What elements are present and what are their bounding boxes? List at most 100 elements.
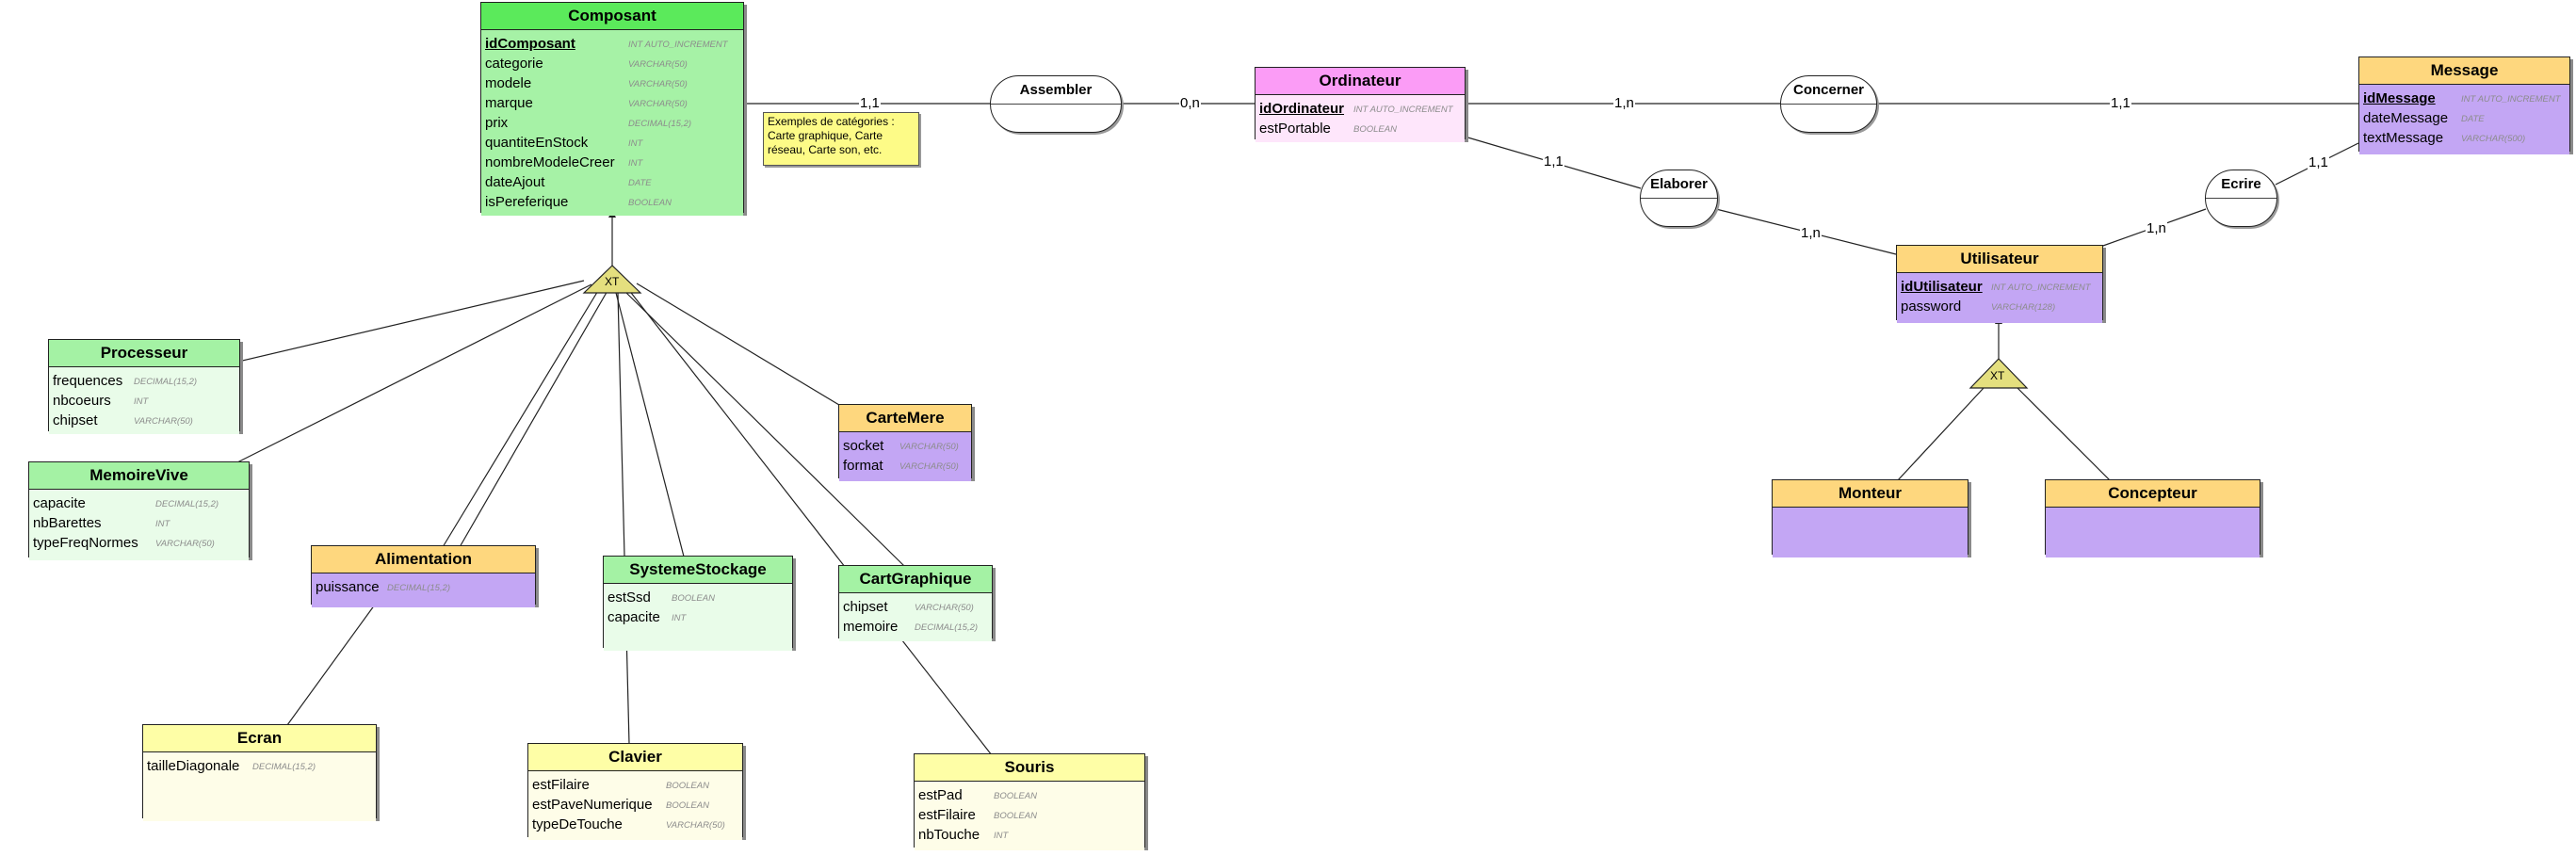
attribute-name: estFilaire — [532, 777, 590, 793]
attribute-name: estFilaire — [918, 807, 976, 823]
attribute-type: VARCHAR(50) — [155, 539, 215, 549]
association-ecrire[interactable]: Ecrire — [2205, 170, 2277, 227]
link-xt-souris — [627, 288, 993, 756]
entity-title: Utilisateur — [1897, 246, 2102, 273]
association-concerner[interactable]: Concerner — [1780, 75, 1877, 133]
entity-title: MemoireVive — [29, 462, 249, 490]
attribute-type: VARCHAR(50) — [915, 603, 974, 613]
inheritance-triangle-utilisateur — [1968, 358, 2029, 389]
attribute-name: frequences — [53, 373, 123, 389]
attribute-row: prix DECIMAL(15,2) — [485, 113, 739, 133]
attribute-type: VARCHAR(500) — [2461, 134, 2526, 144]
attribute-type: INT — [994, 831, 1009, 841]
cardinality-ecrire-message: 1,1 — [2308, 154, 2329, 170]
attribute-type: DECIMAL(15,2) — [252, 762, 316, 772]
attribute-name: estPad — [918, 787, 963, 803]
attribute-type: VARCHAR(128) — [1991, 302, 2056, 313]
entity-title: Monteur — [1773, 480, 1968, 508]
association-assembler[interactable]: Assembler — [990, 75, 1122, 133]
cardinality-elaborer-utilisateur: 1,n — [1800, 225, 1822, 241]
note-line: Carte graphique, Carte — [768, 129, 883, 142]
attribute-name: dateAjout — [485, 174, 545, 190]
link-xt-memoirevive — [235, 283, 592, 464]
attribute-name: estPaveNumerique — [532, 797, 653, 813]
entity-title: Processeur — [49, 340, 239, 367]
attribute-type: VARCHAR(50) — [628, 99, 688, 109]
link-xt-alimentation-b — [459, 288, 609, 548]
cardinality-ordinateur-concerner: 1,n — [1613, 95, 1635, 111]
attribute-type: INT — [134, 396, 149, 407]
attribute-name: textMessage — [2363, 130, 2444, 146]
attribute-name: prix — [485, 115, 509, 131]
association-elaborer[interactable]: Elaborer — [1640, 170, 1718, 227]
cardinality-ordinateur-elaborer: 1,1 — [1543, 153, 1564, 170]
entity-attributes — [1773, 508, 1968, 557]
note-line: réseau, Carte son, etc. — [768, 143, 883, 156]
cardinality-composant-assembler: 1,1 — [859, 95, 881, 111]
association-label: Elaborer — [1641, 170, 1717, 199]
entity-monteur[interactable]: Monteur — [1772, 479, 1968, 557]
link-xt-systemestockage — [615, 292, 685, 557]
association-label: Assembler — [991, 76, 1121, 105]
attribute-name: format — [843, 458, 883, 474]
entity-title: Ecran — [143, 725, 376, 752]
attribute-type: INT AUTO_INCREMENT — [2461, 94, 2561, 105]
attribute-name: estSsd — [608, 590, 651, 606]
attribute-row: estSsd BOOLEAN — [608, 588, 788, 607]
attribute-type: DECIMAL(15,2) — [628, 119, 692, 129]
attribute-name: typeFreqNormes — [33, 535, 138, 551]
attribute-row: textMessage VARCHAR(500) — [2363, 128, 2566, 148]
link-xt-clavier — [617, 292, 630, 745]
attribute-name: quantiteEnStock — [485, 135, 589, 151]
attribute-type: VARCHAR(50) — [628, 59, 688, 70]
attribute-type: INT AUTO_INCREMENT — [1353, 105, 1453, 115]
attribute-type: INT — [155, 519, 170, 529]
attribute-type: INT AUTO_INCREMENT — [628, 40, 728, 50]
attribute-type: VARCHAR(50) — [628, 79, 688, 89]
attribute-name: idComposant — [485, 36, 575, 52]
attribute-type: VARCHAR(50) — [134, 416, 193, 427]
attribute-name: idMessage — [2363, 90, 2436, 106]
link-xt-cartgraphique — [622, 288, 905, 567]
attribute-type: INT — [628, 138, 643, 149]
entity-concepteur[interactable]: Concepteur — [2045, 479, 2260, 557]
attribute-type: BOOLEAN — [672, 593, 715, 604]
link-alimentation-ecran — [286, 604, 376, 726]
attribute-type: DECIMAL(15,2) — [155, 499, 219, 509]
